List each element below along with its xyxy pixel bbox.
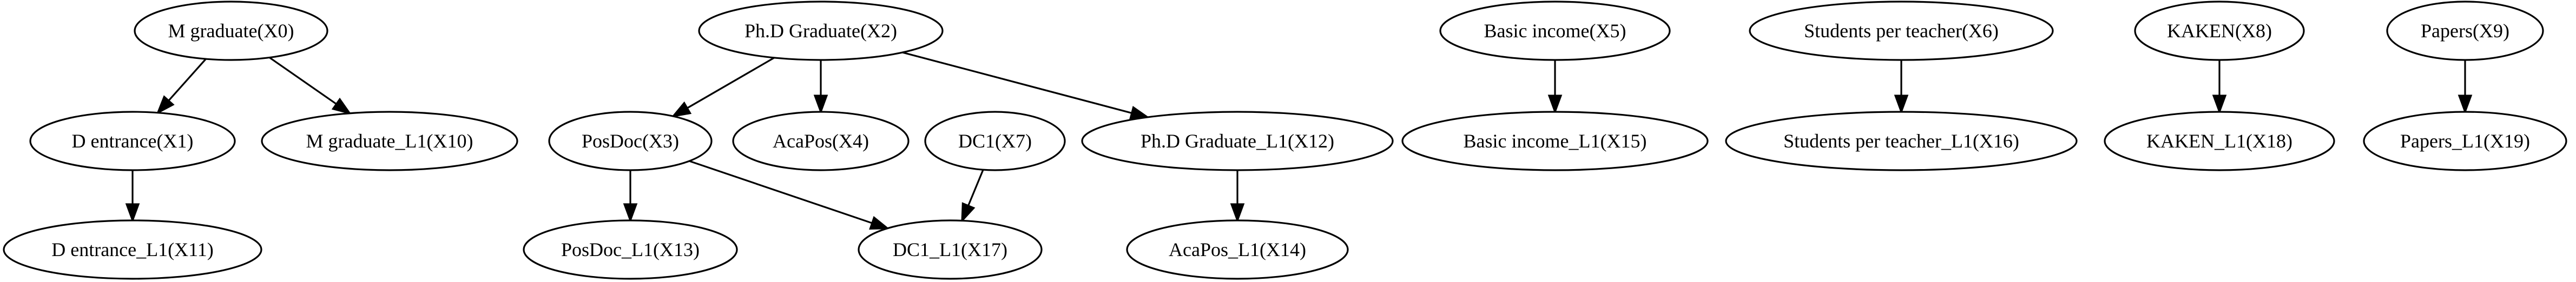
node-m-graduate-l1-x10: M graduate_L1(X10) <box>261 111 518 171</box>
node-ellipse <box>2363 111 2567 171</box>
node-ellipse <box>548 111 713 171</box>
node-kaken-l1-x18: KAKEN_L1(X18) <box>2104 111 2335 171</box>
node-label: Papers_L1(X19) <box>2400 130 2530 152</box>
node-acapos-x4: AcaPos(X4) <box>732 111 910 171</box>
node-label: PosDoc_L1(X13) <box>561 239 700 260</box>
arrowhead <box>813 95 828 115</box>
node-ellipse <box>523 219 738 280</box>
node-papers-l1-x19: Papers_L1(X19) <box>2363 111 2567 171</box>
node-dc1-l1-x17: DC1_L1(X17) <box>858 219 1043 280</box>
node-label: Basic income_L1(X15) <box>1464 130 1647 152</box>
node-papers-x9: Papers(X9) <box>2386 1 2544 61</box>
node-label: KAKEN_L1(X18) <box>2146 130 2292 152</box>
edge-x1-to-x11 <box>125 170 140 223</box>
node-ellipse <box>924 111 1066 171</box>
node-label: D entrance(X1) <box>72 130 194 152</box>
node-label: PosDoc(X3) <box>582 130 679 152</box>
node-label: Ph.D Graduate_L1(X12) <box>1141 130 1334 152</box>
node-label: AcaPos_L1(X14) <box>1169 239 1306 260</box>
node-label: Students per teacher(X6) <box>1804 20 1999 42</box>
node-ellipse <box>732 111 910 171</box>
arrowhead <box>331 97 352 115</box>
arrowhead <box>623 203 638 223</box>
node-label: Ph.D Graduate(X2) <box>745 20 897 42</box>
node-label: M graduate_L1(X10) <box>306 130 473 152</box>
node-ellipse <box>698 1 944 61</box>
edge-line <box>168 58 207 102</box>
node-label: M graduate(X0) <box>168 20 294 42</box>
edge-x5-to-x15 <box>1547 60 1563 115</box>
node-ellipse <box>2134 1 2305 61</box>
node-ellipse <box>2386 1 2544 61</box>
edge-x6-to-x16 <box>1894 60 1909 115</box>
node-acapos-l1-x14: AcaPos_L1(X14) <box>1126 219 1349 280</box>
node-label: AcaPos(X4) <box>773 130 869 152</box>
node-ellipse <box>29 111 236 171</box>
arrowhead <box>125 203 140 223</box>
edge-x8-to-x18 <box>2212 60 2227 115</box>
edge-x2-to-x3 <box>671 57 775 118</box>
arrowhead <box>156 95 175 115</box>
edge-x0-to-x10 <box>269 57 352 115</box>
arrowhead <box>2212 95 2227 115</box>
nodes-layer: M graduate(X0) D entrance(X1) M graduate_L… <box>3 1 2567 280</box>
node-label: KAKEN(X8) <box>2167 20 2272 42</box>
node-m-graduate-x0: M graduate(X0) <box>134 1 328 61</box>
node-ellipse <box>134 1 328 61</box>
edge-x12-to-x14 <box>1230 170 1245 223</box>
arrowhead <box>1547 95 1563 115</box>
node-label: Basic income(X5) <box>1484 20 1626 42</box>
edge-x0-to-x1 <box>156 58 207 115</box>
node-ellipse <box>1401 111 1709 171</box>
edge-line <box>269 57 337 105</box>
edge-x3-to-x13 <box>623 170 638 223</box>
edges-layer <box>125 51 2473 230</box>
node-label: Students per teacher_L1(X16) <box>1783 130 2019 152</box>
node-basic-income-x5: Basic income(X5) <box>1439 1 1671 61</box>
node-kaken-x8: KAKEN(X8) <box>2134 1 2305 61</box>
node-ellipse <box>1749 1 2054 61</box>
edge-line <box>687 57 775 109</box>
arrowhead <box>961 202 976 223</box>
node-label: D entrance_L1(X11) <box>51 239 214 260</box>
node-label: DC1_L1(X17) <box>893 239 1007 260</box>
node-students-per-teacher-x6: Students per teacher(X6) <box>1749 1 2054 61</box>
arrowhead <box>1230 203 1245 223</box>
node-ellipse <box>3 219 262 280</box>
node-posdoc-l1-x13: PosDoc_L1(X13) <box>523 219 738 280</box>
node-label: DC1(X7) <box>958 130 1032 152</box>
node-ellipse <box>1439 1 1671 61</box>
edge-x2-to-x4 <box>813 60 828 115</box>
node-d-entrance-l1-x11: D entrance_L1(X11) <box>3 219 262 280</box>
node-posdoc-x3: PosDoc(X3) <box>548 111 713 171</box>
arrowhead <box>2458 95 2473 115</box>
node-ellipse <box>2104 111 2335 171</box>
node-ellipse <box>1081 111 1394 171</box>
edge-line <box>967 169 984 206</box>
edge-x7-to-x17 <box>961 169 984 223</box>
edge-line <box>689 160 873 224</box>
node-dc1-x7: DC1(X7) <box>924 111 1066 171</box>
node-ellipse <box>261 111 518 171</box>
edge-x3-to-x17 <box>689 160 890 230</box>
node-basic-income-l1-x15: Basic income_L1(X15) <box>1401 111 1709 171</box>
node-ellipse <box>858 219 1043 280</box>
arrowhead <box>671 101 692 118</box>
edge-line <box>902 51 1132 114</box>
node-label: Papers(X9) <box>2421 20 2509 42</box>
edge-x2-to-x12 <box>902 51 1150 120</box>
node-ph-d-graduate-l1-x12: Ph.D Graduate_L1(X12) <box>1081 111 1394 171</box>
node-ph-d-graduate-x2: Ph.D Graduate(X2) <box>698 1 944 61</box>
edge-x9-to-x19 <box>2458 60 2473 115</box>
node-d-entrance-x1: D entrance(X1) <box>29 111 236 171</box>
node-ellipse <box>1126 219 1349 280</box>
arrowhead <box>869 216 890 230</box>
node-students-per-teacher-l1-x16: Students per teacher_L1(X16) <box>1725 111 2078 171</box>
node-ellipse <box>1725 111 2078 171</box>
arrowhead <box>1894 95 1909 115</box>
